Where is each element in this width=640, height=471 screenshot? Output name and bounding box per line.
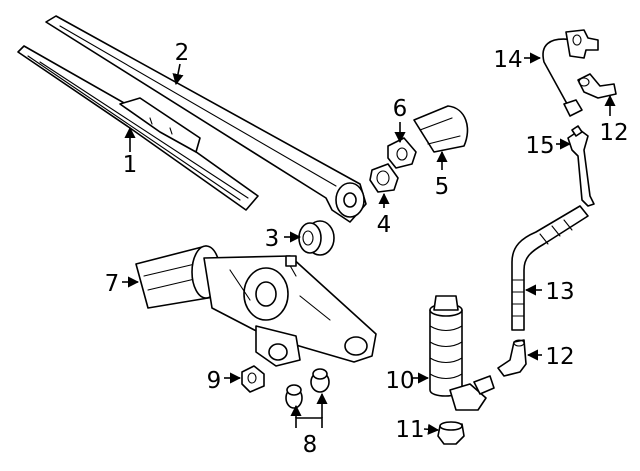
callout-1: 1 <box>123 152 138 178</box>
callout-14: 14 <box>493 47 522 73</box>
callout-6: 6 <box>393 96 408 122</box>
motor-nut <box>241 365 265 393</box>
wiper-blade <box>17 45 259 211</box>
leader-lines <box>122 52 616 435</box>
callout-15: 15 <box>525 133 554 159</box>
grommet <box>298 220 335 256</box>
wiper-motor <box>135 245 377 367</box>
bushing <box>387 137 417 169</box>
callout-11: 11 <box>395 417 424 443</box>
washer-hose <box>511 205 589 331</box>
callout-4: 4 <box>377 212 392 238</box>
washer-pump <box>429 295 495 411</box>
hose-connector-lower <box>497 339 527 377</box>
callout-7: 7 <box>105 271 120 297</box>
callout-3: 3 <box>265 226 280 252</box>
callout-13: 13 <box>545 279 574 305</box>
callout-9: 9 <box>207 368 222 394</box>
callout-2: 2 <box>175 40 190 66</box>
pump-grommet <box>437 421 465 445</box>
callout-12-upper: 12 <box>599 120 628 146</box>
washer-hose-assembly <box>542 29 599 117</box>
callout-5: 5 <box>435 174 450 200</box>
pivot-nut <box>369 163 399 193</box>
callout-12-lower: 12 <box>545 344 574 370</box>
callout-8: 8 <box>303 432 318 458</box>
motor-grommets <box>285 368 330 409</box>
wiper-arm <box>45 15 367 223</box>
washer-nozzle <box>567 125 595 207</box>
hose-connector-upper <box>577 73 617 99</box>
callout-10: 10 <box>385 368 414 394</box>
pivot-cap <box>413 105 469 153</box>
